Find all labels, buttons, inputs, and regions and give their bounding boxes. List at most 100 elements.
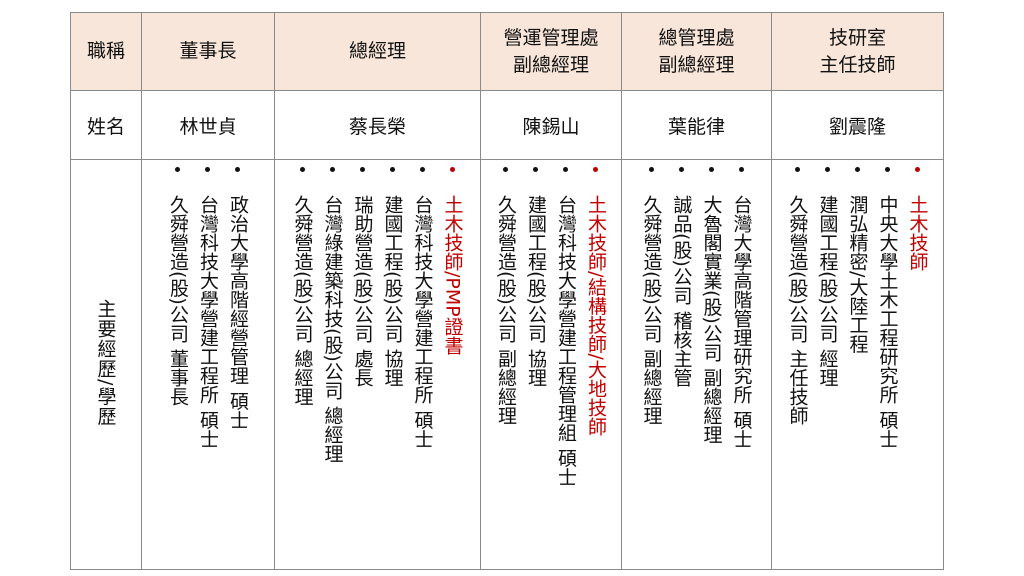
person-name: 蔡長榮 — [348, 115, 406, 138]
experience-text: 久舜營造(股)公司 副總經理 — [640, 195, 663, 425]
experience-cell: 政治大學高階經營管理 碩士台灣科技大學營建工程所 碩士久舜營造(股)公司 董事長 — [141, 159, 275, 570]
bullet-dot-icon — [738, 167, 744, 172]
experience-text: 台灣科技大學營建工程所 碩士 — [197, 195, 219, 449]
experience-text: 久舜營造(股)公司 總經理 — [291, 195, 314, 406]
name-cell: 蔡長榮 — [274, 90, 481, 160]
name-cell: 林世貞 — [141, 90, 275, 160]
person-name: 陳錫山 — [522, 115, 580, 138]
experience-text: 建國工程(股)公司 協理 — [381, 195, 404, 387]
title-chief-engineer: 技研室 主任技師 — [819, 26, 896, 76]
name-cell: 陳錫山 — [480, 90, 622, 160]
bullet-dot-icon — [854, 167, 860, 172]
header-cell: 總經理 — [274, 12, 481, 91]
name-cell: 葉能律 — [621, 90, 772, 160]
experience-text: 土木技師 — [906, 195, 929, 271]
names-label-cell: 姓名 — [70, 90, 142, 160]
experience-text: 建國工程(股)公司 協理 — [525, 195, 547, 387]
experience-item: 誠品(股)公司 稽核主管 — [667, 165, 697, 569]
header-cell: 營運管理處 副總經理 — [480, 12, 622, 91]
title-general-manager: 總經理 — [348, 40, 406, 62]
experience-label-cell: 主要經歷/學歷 — [70, 159, 142, 570]
experience-item: 久舜營造(股)公司 副總經理 — [491, 165, 521, 569]
experience-text: 台灣科技大學營建工程管理組 碩士 — [555, 195, 577, 487]
experience-text: 瑞助營造(股)公司 處長 — [351, 195, 374, 387]
experience-item: 潤弘精密/大陸工程 — [843, 165, 873, 569]
experience-text: 台灣科技大學營建工程所 碩士 — [411, 195, 434, 449]
experience-text: 潤弘精密/大陸工程 — [846, 195, 869, 354]
bullet-dot-icon — [299, 167, 305, 172]
experience-text: 土木技師/PMP證書 — [441, 195, 464, 355]
bullet-dot-icon — [359, 167, 365, 172]
experience-item: 久舜營造(股)公司 主任技師 — [783, 165, 813, 569]
experience-text: 誠品(股)公司 稽核主管 — [670, 195, 693, 387]
experience-item: 建國工程(股)公司 協理 — [521, 165, 551, 569]
header-label-cell: 職稱 — [70, 12, 142, 91]
bullet-dot-icon — [914, 167, 920, 172]
bullet-dot-icon — [884, 167, 890, 172]
bullet-dot-icon — [175, 167, 180, 172]
bullet-dot-icon — [419, 167, 425, 172]
experience-cell: 台灣大學高階管理研究所 碩士大魯閣實業(股)公司 副總經理誠品(股)公司 稽核主… — [621, 159, 772, 570]
bullet-dot-icon — [329, 167, 335, 172]
executive-table: 職稱 董事長 總經理 營運管理處 副總經理 總管理處 副總經理 技研室 主任技師… — [70, 12, 944, 570]
bullet-dot-icon — [678, 167, 684, 172]
experience-item: 政治大學高階經營管理 碩士 — [223, 165, 253, 569]
experience-cell: 土木技師/結構技師/大地技師台灣科技大學營建工程管理組 碩士建國工程(股)公司 … — [480, 159, 622, 570]
experience-list: 台灣大學高階管理研究所 碩士大魯閣實業(股)公司 副總經理誠品(股)公司 稽核主… — [637, 165, 757, 569]
bullet-dot-icon — [449, 167, 455, 172]
experience-text: 久舜營造(股)公司 副總經理 — [495, 195, 517, 425]
experience-item: 台灣科技大學營建工程所 碩士 — [408, 165, 438, 569]
experience-label: 主要經歷/學歷 — [94, 298, 117, 427]
experience-item: 瑞助營造(股)公司 處長 — [348, 165, 378, 569]
experience-text: 政治大學高階經營管理 碩士 — [227, 195, 249, 430]
experience-text: 久舜營造(股)公司 主任技師 — [786, 195, 809, 425]
bullet-dot-icon — [648, 167, 654, 172]
person-name: 林世貞 — [179, 115, 237, 138]
header-label: 職稱 — [86, 40, 125, 62]
experience-item: 大魯閣實業(股)公司 副總經理 — [697, 165, 727, 569]
person-name: 劉震隆 — [828, 115, 886, 138]
experience-item: 久舜營造(股)公司 總經理 — [288, 165, 318, 569]
experience-cell: 土木技師中央大學土木工程研究所 碩士潤弘精密/大陸工程建國工程(股)公司 經理久… — [771, 159, 944, 570]
person-name: 葉能律 — [667, 115, 725, 138]
names-row: 姓名 林世貞 蔡長榮 陳錫山 葉能律 劉震隆 — [70, 90, 944, 160]
experience-item: 土木技師/結構技師/大地技師 — [581, 165, 611, 569]
bullet-dot-icon — [708, 167, 714, 172]
bullet-dot-icon — [503, 167, 508, 172]
bullet-dot-icon — [533, 167, 538, 172]
experience-text: 台灣大學高階管理研究所 碩士 — [730, 195, 753, 449]
experience-text: 中央大學土木工程研究所 碩士 — [876, 195, 899, 449]
experience-list: 土木技師中央大學土木工程研究所 碩士潤弘精密/大陸工程建國工程(股)公司 經理久… — [783, 165, 933, 569]
header-cell: 技研室 主任技師 — [771, 12, 944, 91]
header-cell: 總管理處 副總經理 — [621, 12, 772, 91]
bullet-dot-icon — [235, 167, 240, 172]
experience-item: 台灣科技大學營建工程管理組 碩士 — [551, 165, 581, 569]
bullet-dot-icon — [205, 167, 210, 172]
bullet-dot-icon — [794, 167, 800, 172]
header-row: 職稱 董事長 總經理 營運管理處 副總經理 總管理處 副總經理 技研室 主任技師 — [70, 12, 944, 91]
bullet-dot-icon — [593, 167, 598, 172]
header-cell: 董事長 — [141, 12, 275, 91]
experience-item: 台灣綠建築科技(股)公司 總經理 — [318, 165, 348, 569]
experience-list: 土木技師/PMP證書台灣科技大學營建工程所 碩士建國工程(股)公司 協理瑞助營造… — [288, 165, 468, 569]
experience-text: 久舜營造(股)公司 董事長 — [167, 195, 189, 406]
title-management-vp: 總管理處 副總經理 — [658, 26, 735, 76]
bullet-dot-icon — [389, 167, 395, 172]
names-label: 姓名 — [86, 115, 125, 138]
experience-list: 土木技師/結構技師/大地技師台灣科技大學營建工程管理組 碩士建國工程(股)公司 … — [491, 165, 611, 569]
experience-text: 建國工程(股)公司 經理 — [816, 195, 839, 387]
experience-cell: 土木技師/PMP證書台灣科技大學營建工程所 碩士建國工程(股)公司 協理瑞助營造… — [274, 159, 481, 570]
experience-text: 土木技師/結構技師/大地技師 — [585, 195, 607, 436]
experience-item: 土木技師 — [903, 165, 933, 569]
experience-list: 政治大學高階經營管理 碩士台灣科技大學營建工程所 碩士久舜營造(股)公司 董事長 — [163, 165, 253, 569]
experience-text: 台灣綠建築科技(股)公司 總經理 — [321, 195, 344, 463]
experience-item: 台灣大學高階管理研究所 碩士 — [727, 165, 757, 569]
experience-item: 久舜營造(股)公司 董事長 — [163, 165, 193, 569]
experience-item: 中央大學土木工程研究所 碩士 — [873, 165, 903, 569]
title-operations-vp: 營運管理處 副總經理 — [503, 26, 599, 76]
experience-text: 大魯閣實業(股)公司 副總經理 — [700, 195, 723, 444]
title-chairman: 董事長 — [179, 40, 237, 62]
experience-item: 建國工程(股)公司 協理 — [378, 165, 408, 569]
experience-item: 台灣科技大學營建工程所 碩士 — [193, 165, 223, 569]
bullet-dot-icon — [824, 167, 830, 172]
